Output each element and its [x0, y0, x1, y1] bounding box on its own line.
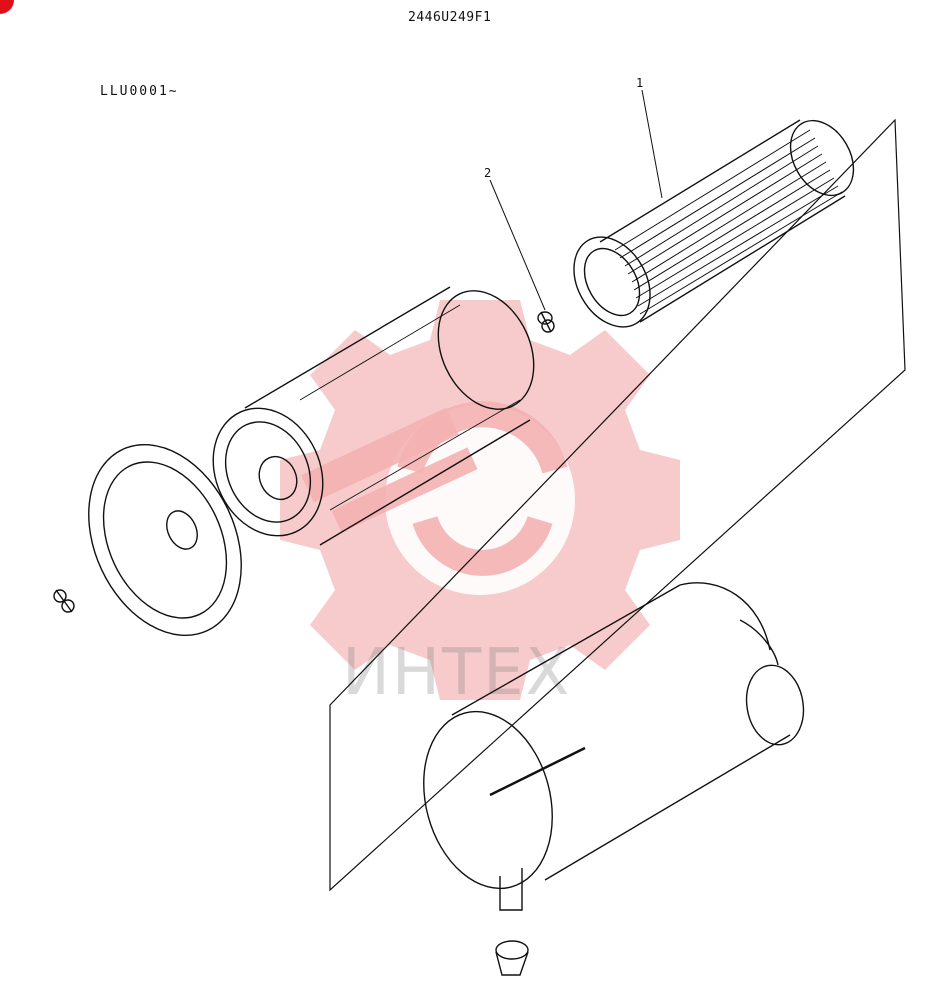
watermark-text: ИНТЕХ — [342, 636, 572, 710]
diagram-code-label: 2446U249F1 — [408, 10, 492, 25]
plane-outline — [329, 118, 906, 892]
cover-plate — [88, 443, 242, 637]
wing-nut-left — [53, 589, 75, 613]
bottom-cap — [495, 940, 529, 976]
inner-cylinder — [212, 286, 535, 546]
serial-range-label: LLU0001~ — [100, 84, 179, 99]
wing-nut-part-2 — [537, 311, 555, 333]
filter-element-part-1 — [573, 119, 855, 328]
callout-line-2 — [489, 179, 546, 311]
callout-number-1: 1 — [636, 76, 644, 90]
callout-number-2: 2 — [484, 166, 492, 180]
outer-housing — [423, 582, 805, 911]
callout-line-1 — [641, 89, 663, 199]
